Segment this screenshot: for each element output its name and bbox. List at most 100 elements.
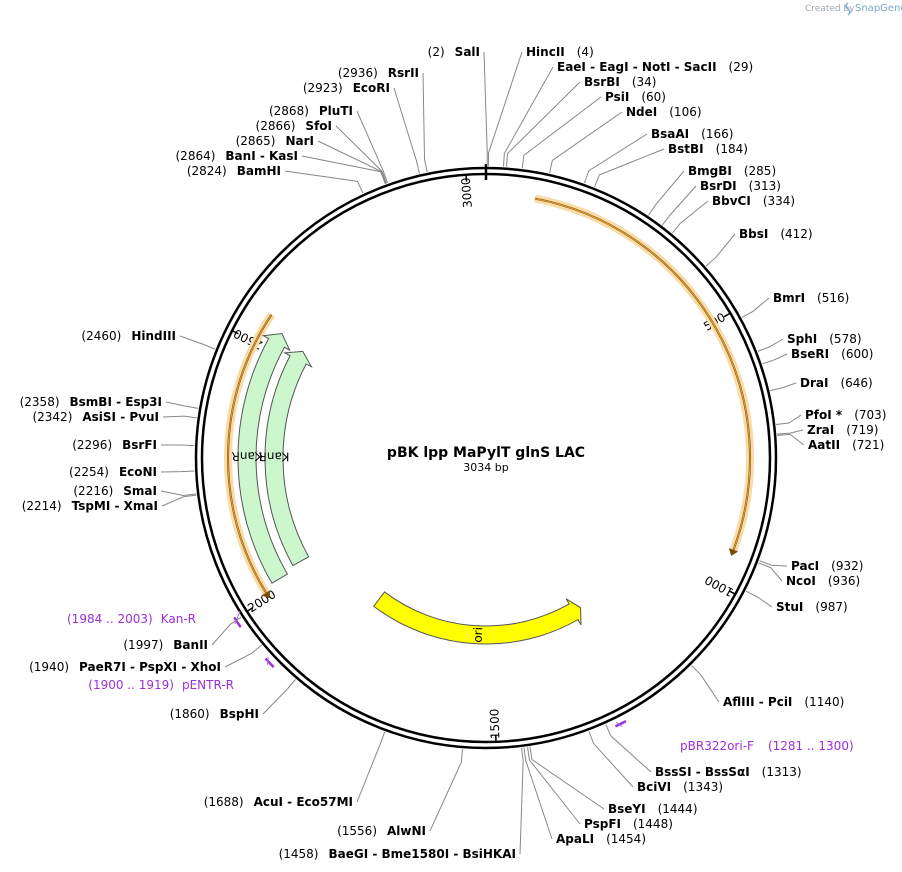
- feature-label-kanr-2: KanR: [258, 449, 289, 463]
- feature-lacI-arc[interactable]: [534, 194, 754, 556]
- site-sfoi[interactable]: (2866)SfoI: [256, 119, 387, 184]
- site-ecori[interactable]: (2923)EcoRI: [303, 81, 420, 174]
- site-sali[interactable]: (2)SalI: [428, 45, 488, 167]
- primer-bar: [233, 616, 242, 628]
- site-bamhi[interactable]: (2824)BamHI: [187, 164, 364, 194]
- site-afliii-pcii[interactable]: AflIII - PciI(1140): [691, 665, 845, 709]
- site-label: (2216)SmaI: [73, 484, 157, 498]
- site-leader: [648, 170, 685, 216]
- site-zrai[interactable]: ZraI(719): [776, 423, 878, 437]
- site-leader: [284, 170, 364, 194]
- site-leader: [583, 133, 648, 184]
- feature-kanr-1[interactable]: KanR: [231, 332, 291, 584]
- site-bsssi-bsss-i[interactable]: BssSI - BssSαI(1313): [605, 724, 802, 779]
- site-leader: [487, 51, 523, 167]
- site-bbvci[interactable]: BbvCI(334): [671, 194, 795, 234]
- site-leader: [165, 401, 199, 409]
- feature-label-kanr-1: KanR: [231, 449, 262, 463]
- site-hindiii[interactable]: (2460)HindIII: [81, 329, 216, 350]
- site-bmri[interactable]: BmrI(516): [741, 291, 849, 318]
- primer-pbr322ori-f[interactable]: pBR322ori-F(1281 .. 1300): [614, 720, 854, 753]
- site-bsaai[interactable]: BsaAI(166): [583, 127, 733, 184]
- site-apali[interactable]: ApaLI(1454): [523, 747, 646, 846]
- credit-prefix: Created by: [805, 4, 855, 14]
- site-bsmbi-esp3i[interactable]: (2358)BsmBI - Esp3I: [20, 395, 199, 409]
- site-leader: [741, 297, 770, 318]
- site-leader: [211, 616, 242, 646]
- site-stui[interactable]: StuI(987): [745, 590, 848, 614]
- site-eaei-eagi-noti-sacii[interactable]: EaeI - EagI - NotI - SacII(29): [503, 60, 754, 167]
- site-bstbi[interactable]: BstBI(184): [594, 142, 748, 188]
- site-label: SphI(578): [787, 332, 862, 346]
- site-label: (2866)SfoI: [256, 119, 332, 133]
- site-banii[interactable]: (1997)BanII: [123, 616, 242, 652]
- site-pfoi[interactable]: PfoI *(703): [776, 408, 886, 426]
- primer-kan-r[interactable]: (1984 .. 2003)Kan-R: [67, 610, 242, 628]
- site-bsphi[interactable]: (1860)BspHI: [170, 679, 296, 721]
- site-leader: [160, 490, 197, 496]
- site-sphi[interactable]: SphI(578): [757, 332, 862, 352]
- tick-label-3000: 3000: [459, 177, 475, 208]
- site-nari[interactable]: (2865)NarI: [236, 134, 387, 184]
- site-leader: [262, 679, 296, 715]
- site-leader: [705, 233, 736, 267]
- site-leader: [758, 562, 783, 582]
- tick-label-1000: 1000: [702, 573, 736, 600]
- feature-kanr-arc[interactable]: [224, 312, 275, 599]
- site-bbsi[interactable]: BbsI(412): [705, 227, 813, 267]
- site-leader: [335, 125, 387, 184]
- site-aatii[interactable]: AatII(721): [777, 433, 884, 452]
- feature-label-ori: ori: [471, 627, 486, 643]
- site-paci[interactable]: PacI(932): [759, 559, 863, 573]
- site-leader: [162, 415, 197, 419]
- site-drai[interactable]: DraI(646): [769, 376, 873, 392]
- site-smai[interactable]: (2216)SmaI: [73, 484, 197, 498]
- site-label: ApaLI(1454): [556, 832, 646, 846]
- site-bsrfi[interactable]: (2296)BsrFI: [72, 438, 195, 452]
- site-bani-kasi[interactable]: (2864)BanI - KasI: [176, 149, 386, 185]
- credit: Created by SnapGene: [805, 2, 902, 16]
- site-baegi-bme1580i-bsihkai[interactable]: (1458)BaeGI - Bme1580I - BsiHKAI: [279, 747, 524, 861]
- site-bmgbi[interactable]: BmgBI(285): [648, 164, 777, 216]
- site-label: BseYI(1444): [608, 802, 698, 816]
- site-bseri[interactable]: BseRI(600): [762, 347, 873, 365]
- site-label: PfoI *(703): [805, 408, 886, 422]
- site-asisi-pvui[interactable]: (2342)AsiSI - PvuI: [32, 410, 197, 424]
- tick-2000: [246, 606, 254, 613]
- plasmid-name: pBK lpp MaPylT glnS LAC: [387, 445, 585, 461]
- site-leader: [527, 746, 581, 825]
- site-bsrdi[interactable]: BsrDI(313): [661, 179, 781, 226]
- site-ncoi[interactable]: NcoI(936): [758, 562, 860, 588]
- site-tspmi-xmai[interactable]: (2214)TspMI - XmaI: [22, 494, 197, 513]
- site-leader: [429, 749, 463, 832]
- site-paer7i-pspxi-xhoi[interactable]: (1940)PaeR7I - PspXI - XhoI: [29, 644, 263, 674]
- site-label: HincII(4): [526, 45, 594, 59]
- site-ndei[interactable]: NdeI(106): [549, 105, 702, 174]
- site-label: PspFI(1448): [584, 817, 673, 831]
- site-label: BseRI(600): [791, 347, 873, 361]
- restriction-sites: (2)SalI HincII(4)EaeI - EagI - NotI - Sac…: [20, 45, 887, 861]
- site-hincii[interactable]: HincII(4): [487, 45, 594, 167]
- feature-ori[interactable]: ori: [373, 591, 582, 645]
- primer-label: (1900 .. 1919)pENTR-R: [88, 678, 234, 692]
- site-label: EaeI - EagI - NotI - SacII(29): [557, 60, 753, 74]
- site-alwni[interactable]: (1556)AlwNI: [337, 749, 463, 838]
- site-label: (1997)BanII: [123, 638, 208, 652]
- site-econi[interactable]: (2254)EcoNI: [69, 465, 195, 479]
- credit-brand: SnapGene: [855, 3, 902, 14]
- site-bcivi[interactable]: BciVI(1343): [588, 731, 723, 794]
- site-bsrbi[interactable]: BsrBI(34): [506, 75, 657, 167]
- site-pspfi[interactable]: PspFI(1448): [527, 746, 673, 831]
- site-acui-eco57mi[interactable]: (1688)AcuI - Eco57MI: [204, 731, 386, 809]
- feature-kanr-2[interactable]: KanR: [258, 350, 313, 567]
- site-leader: [549, 111, 623, 174]
- primer-pentr-r[interactable]: (1900 .. 1919)pENTR-R: [88, 656, 275, 692]
- site-label: (2358)BsmBI - Esp3I: [20, 395, 162, 409]
- site-pluti[interactable]: (2868)PluTI: [269, 104, 389, 184]
- site-rsrii[interactable]: (2936)RsrII: [338, 66, 428, 173]
- site-psii[interactable]: PsiI(60): [521, 90, 666, 169]
- site-bseyi[interactable]: BseYI(1444): [529, 746, 698, 816]
- site-leader: [317, 140, 387, 184]
- site-label: (2296)BsrFI: [72, 438, 157, 452]
